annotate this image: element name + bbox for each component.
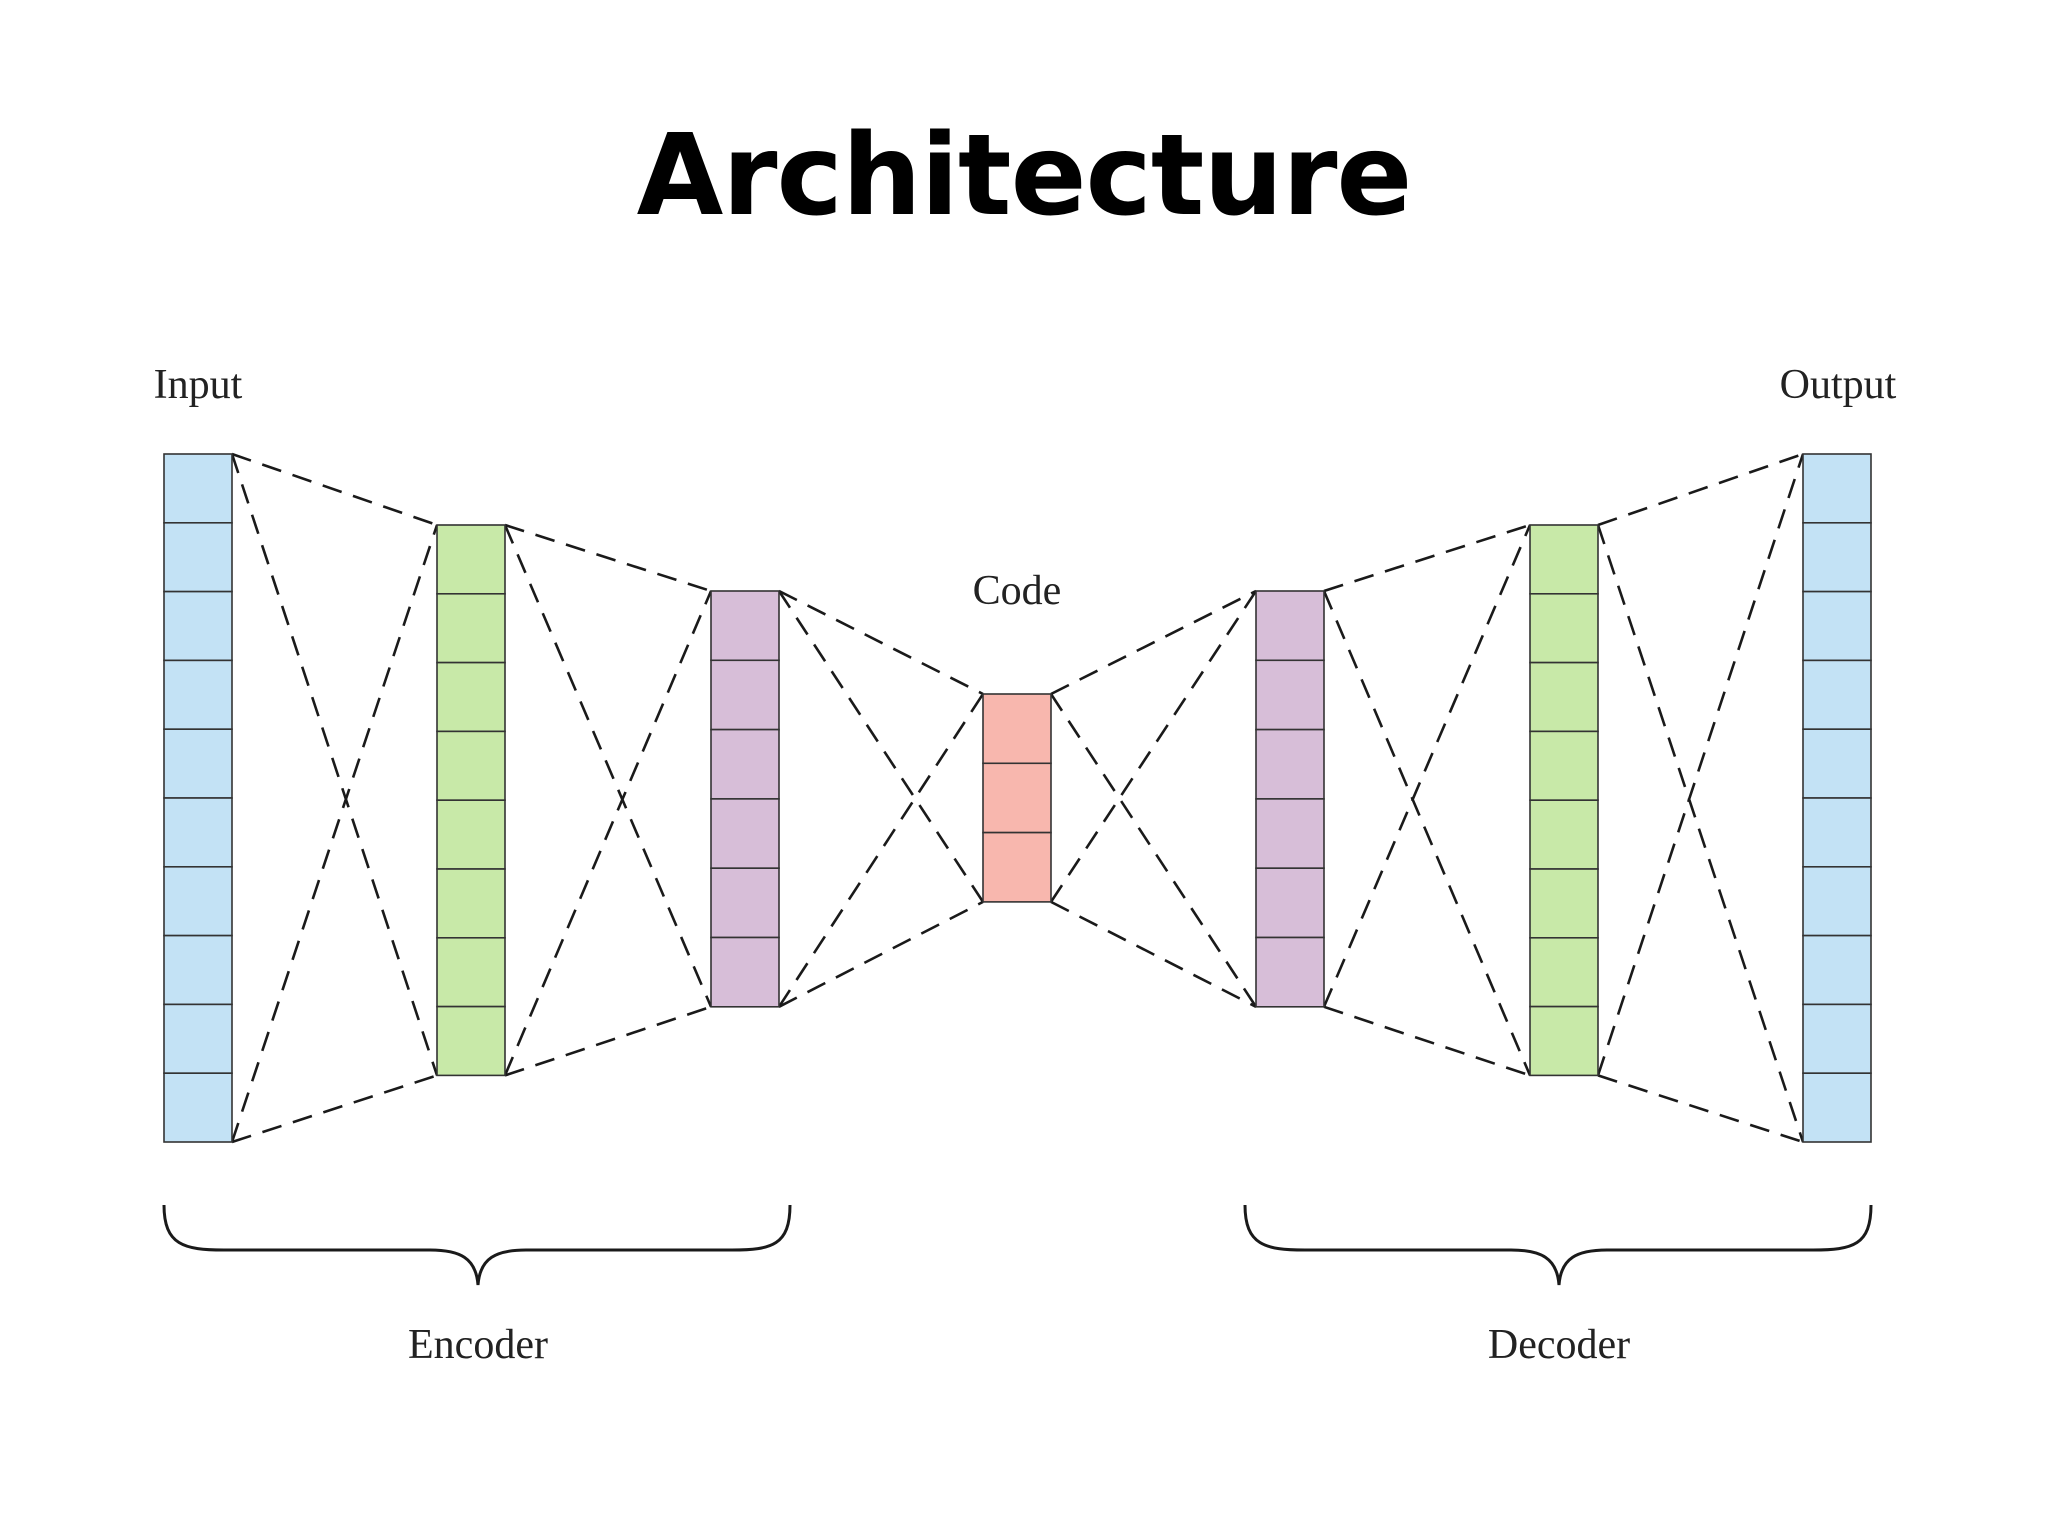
connection-line (1049, 693, 1258, 1008)
layer-input-cell (163, 797, 233, 868)
layer-dec-1-cell (1255, 659, 1325, 731)
layer-output-cell (1802, 934, 1872, 1006)
layer-output-cell (1802, 521, 1872, 593)
layer-output-cell (1802, 728, 1872, 799)
layer-enc-1-cell (436, 799, 506, 870)
layer-enc-1-cell (436, 524, 506, 595)
connection-line (1596, 453, 1805, 1076)
connection-line (1050, 589, 1257, 696)
connection-line (1322, 524, 1532, 1008)
layer-output-cell (1802, 453, 1872, 524)
layer-dec-2-cell (1529, 936, 1599, 1008)
connection-line (230, 524, 439, 1143)
connection-line (504, 523, 712, 593)
layer-enc-1-cell (436, 730, 506, 802)
layer-enc-1-cell (436, 1005, 506, 1077)
connection-line (777, 590, 985, 903)
layer-code-cell (982, 831, 1052, 903)
layer-input (163, 453, 233, 1143)
connection-line (231, 452, 438, 527)
connection-line (1049, 590, 1258, 903)
layer-dec-2-cell (1529, 1005, 1599, 1077)
layer-dec-1-cell (1255, 590, 1325, 662)
connection-line (504, 1005, 712, 1077)
layer-input-cell (163, 1072, 233, 1143)
layer-dec-2-cell (1529, 592, 1599, 664)
layer-dec-2 (1529, 524, 1599, 1077)
layer-dec-2-cell (1529, 868, 1599, 939)
connection-line (778, 900, 984, 1008)
layer-dec-2-cell (1529, 799, 1599, 870)
connection-line (778, 589, 984, 696)
layer-enc-2-cell (710, 867, 780, 939)
layer-dec-1 (1255, 590, 1325, 1008)
layer-enc-2-cell (710, 659, 780, 731)
layer-output (1802, 453, 1872, 1143)
layer-dec-1-cell (1255, 867, 1325, 939)
connection-line (1323, 523, 1531, 593)
connection-line (1050, 900, 1257, 1008)
code-label: Code (973, 568, 1062, 614)
layer-output-cell (1802, 1003, 1872, 1075)
layer-output-cell (1802, 797, 1872, 868)
layer-enc-2-cell (710, 590, 780, 662)
decoder-label: Decoder (1488, 1322, 1630, 1368)
decoder-brace (1243, 1204, 1873, 1286)
layer-input-cell (163, 934, 233, 1006)
layer-code-cell (982, 762, 1052, 834)
layer-enc-1-cell (436, 661, 506, 733)
layer-enc-2-cell (710, 798, 780, 870)
layer-dec-2-cell (1529, 661, 1599, 733)
connection-line (1323, 1005, 1531, 1077)
connection-line (1597, 452, 1804, 527)
layer-output-cell (1802, 659, 1872, 731)
layer-dec-2-cell (1529, 524, 1599, 595)
layer-code-cell (982, 693, 1052, 765)
slide-title: Architecture (636, 111, 1413, 241)
connection-line (1596, 524, 1805, 1143)
connection-line (1322, 590, 1532, 1076)
layers (163, 453, 1872, 1143)
layer-input-cell (163, 1003, 233, 1075)
layer-input-cell (163, 590, 233, 662)
layer-dec-1-cell (1255, 936, 1325, 1008)
layer-input-cell (163, 659, 233, 731)
output-label: Output (1780, 362, 1897, 408)
layer-dec-1-cell (1255, 798, 1325, 870)
connection-line (230, 453, 439, 1076)
connection-line (231, 1074, 438, 1144)
encoder-label: Encoder (408, 1322, 548, 1368)
connection-line (777, 693, 985, 1008)
encoder-brace (162, 1204, 792, 1286)
layer-enc-1-cell (436, 868, 506, 939)
connection-line (503, 524, 713, 1008)
layer-output-cell (1802, 1072, 1872, 1143)
layer-dec-2-cell (1529, 730, 1599, 802)
layer-input-cell (163, 728, 233, 799)
layer-dec-1-cell (1255, 728, 1325, 800)
layer-enc-1 (436, 524, 506, 1077)
layer-code (982, 693, 1052, 903)
layer-output-cell (1802, 865, 1872, 937)
layer-input-cell (163, 521, 233, 593)
layer-output-cell (1802, 590, 1872, 662)
layer-input-cell (163, 865, 233, 937)
connection-line (1597, 1074, 1804, 1144)
layer-enc-2-cell (710, 728, 780, 800)
layer-enc-2 (710, 590, 780, 1008)
layer-enc-1-cell (436, 592, 506, 664)
layer-enc-2-cell (710, 936, 780, 1008)
connections (230, 452, 1805, 1144)
layer-input-cell (163, 453, 233, 524)
connection-line (503, 590, 713, 1076)
layer-enc-1-cell (436, 936, 506, 1008)
input-label: Input (154, 362, 243, 408)
